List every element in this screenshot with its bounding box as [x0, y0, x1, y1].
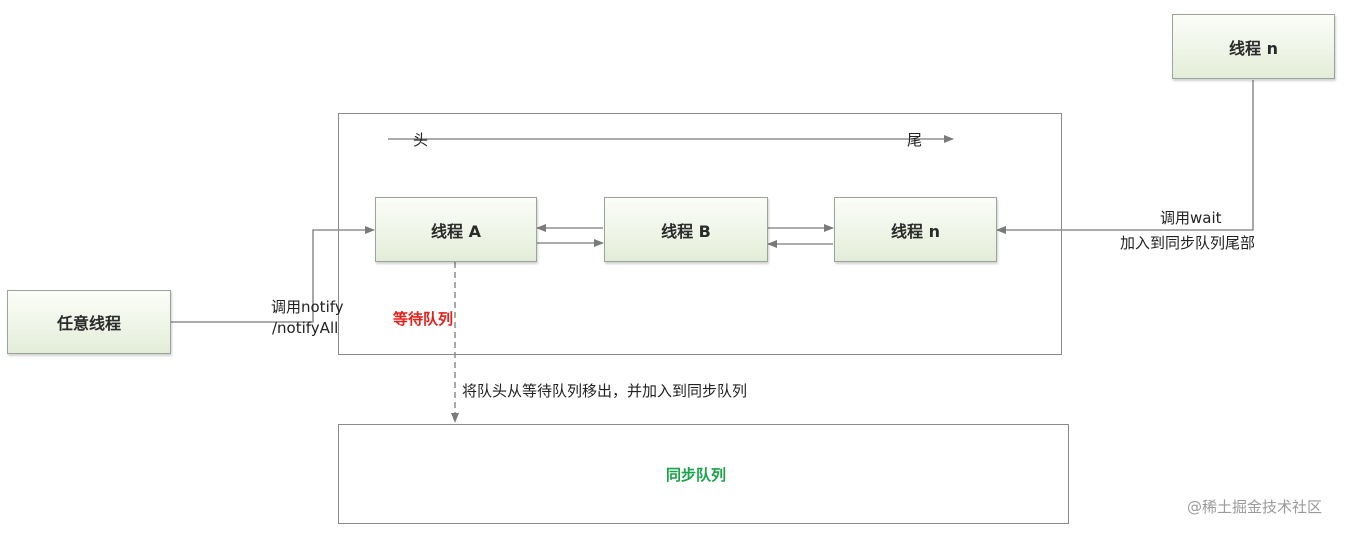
thread-n-node: 线程 n — [834, 197, 997, 262]
thread-a-node: 线程 A — [375, 197, 537, 262]
any-thread-node: 任意线程 — [7, 290, 171, 354]
wait-label-line2: 加入到同步队列尾部 — [1120, 234, 1256, 252]
wait-queue-frame — [338, 113, 1062, 355]
notify-label-line2: /notifyAll — [272, 319, 339, 337]
wait-label-line1: 调用wait — [1160, 209, 1222, 227]
thread-b-label: 线程 B — [661, 221, 711, 241]
thread-n-label: 线程 n — [891, 221, 940, 241]
incoming-thread-node: 线程 n — [1172, 14, 1335, 79]
sync-queue-frame — [338, 424, 1069, 524]
any-thread-label: 任意线程 — [56, 314, 121, 333]
sync-queue-title: 同步队列 — [666, 466, 727, 484]
queue-tail-label: 尾 — [907, 131, 923, 149]
thread-a-label: 线程 A — [431, 221, 481, 241]
thread-b-node: 线程 B — [604, 197, 768, 262]
incoming-thread-label: 线程 n — [1229, 38, 1278, 58]
queue-head-label: 头 — [413, 131, 429, 149]
notify-label-line1: 调用notify — [271, 298, 344, 316]
watermark-text: @稀土掘金技术社区 — [1187, 498, 1323, 516]
move-note-label: 将队头从等待队列移出，并加入到同步队列 — [462, 382, 748, 400]
wait-queue-title: 等待队列 — [393, 310, 454, 328]
